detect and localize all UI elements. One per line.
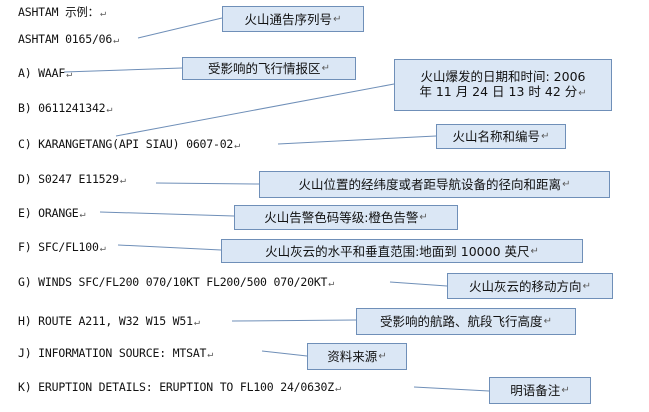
connector-h: [231, 319, 357, 322]
connector-a: [63, 67, 183, 73]
paragraph-mark-icon: ↵: [328, 278, 335, 289]
text-line-f: F) SFC/FL100↵: [18, 240, 106, 254]
paragraph-mark-icon: ↵: [99, 8, 106, 19]
paragraph-mark-icon: ↵: [541, 131, 550, 142]
connector-c: [277, 135, 437, 145]
text-line-intro: ASHTAM 示例：↵: [18, 5, 106, 19]
callout-affected-fir: 受影响的飞行情报区↵: [182, 57, 356, 80]
connector-j: [261, 350, 308, 357]
text-line-h: H) ROUTE A211, W32 W15 W51↵: [18, 314, 200, 328]
text-line-a: A) WAAF↵: [18, 66, 72, 80]
paragraph-mark-icon: ↵: [378, 351, 387, 362]
connector-series: [137, 17, 223, 39]
callout-info-source: 资料来源↵: [307, 343, 407, 370]
callout-ash-extent: 火山灰云的水平和垂直范围:地面到 10000 英尺↵: [221, 239, 583, 263]
connector-f: [117, 244, 222, 251]
callout-plain-remarks: 明语备注↵: [489, 377, 591, 404]
connector-e: [99, 211, 235, 217]
callout-eruption-time-line1: 火山爆发的日期和时间: 2006: [420, 69, 586, 84]
paragraph-mark-icon: ↵: [113, 35, 119, 46]
text-line-b: B) 0611241342↵: [18, 101, 113, 115]
callout-affected-routes: 受影响的航路、航段飞行高度↵: [356, 308, 576, 335]
callout-volcano-name: 火山名称和编号↵: [436, 124, 566, 149]
connector-d: [155, 182, 260, 185]
text-line-series: ASHTAM 0165/06↵: [18, 32, 119, 46]
connector-k: [413, 386, 490, 392]
paragraph-mark-icon: ↵: [578, 88, 587, 99]
callout-ash-movement: 火山灰云的移动方向↵: [447, 273, 613, 299]
text-line-j: J) INFORMATION SOURCE: MTSAT↵: [18, 346, 214, 360]
paragraph-mark-icon: ↵: [207, 349, 214, 360]
paragraph-mark-icon: ↵: [193, 317, 200, 328]
callout-alert-color: 火山告警色码等级:橙色告警↵: [234, 205, 458, 230]
paragraph-mark-icon: ↵: [335, 383, 341, 394]
text-line-d: D) S0247 E11529↵: [18, 172, 126, 186]
text-line-g: G) WINDS SFC/FL200 070/10KT FL200/500 07…: [18, 275, 335, 289]
paragraph-mark-icon: ↵: [321, 63, 330, 74]
paragraph-mark-icon: ↵: [99, 243, 106, 254]
paragraph-mark-icon: ↵: [582, 280, 591, 292]
text-line-k: K) ERUPTION DETAILS: ERUPTION TO FL100 2…: [18, 380, 341, 394]
paragraph-mark-icon: ↵: [119, 175, 126, 186]
paragraph-mark-icon: ↵: [79, 209, 86, 220]
paragraph-mark-icon: ↵: [543, 316, 552, 327]
paragraph-mark-icon: ↵: [561, 385, 570, 396]
callout-eruption-time: 火山爆发的日期和时间: 2006 年 11 月 24 日 13 时 42 分↵: [394, 59, 612, 111]
connector-g: [389, 281, 448, 287]
paragraph-mark-icon: ↵: [419, 212, 428, 223]
text-line-c: C) KARANGETANG(API SIAU) 0607-02↵: [18, 137, 240, 151]
paragraph-mark-icon: ↵: [234, 140, 240, 151]
callout-series-number: 火山通告序列号↵: [222, 6, 364, 32]
connector-b: [115, 83, 395, 137]
paragraph-mark-icon: ↵: [66, 69, 72, 80]
callout-volcano-position: 火山位置的经纬度或者距导航设备的径向和距离↵: [259, 171, 610, 198]
paragraph-mark-icon: ↵: [562, 179, 571, 190]
paragraph-mark-icon: ↵: [106, 104, 113, 115]
text-line-e: E) ORANGE↵: [18, 206, 86, 220]
paragraph-mark-icon: ↵: [333, 13, 342, 25]
callout-eruption-time-line2: 年 11 月 24 日 13 时 42 分↵: [419, 84, 587, 99]
paragraph-mark-icon: ↵: [530, 245, 539, 257]
